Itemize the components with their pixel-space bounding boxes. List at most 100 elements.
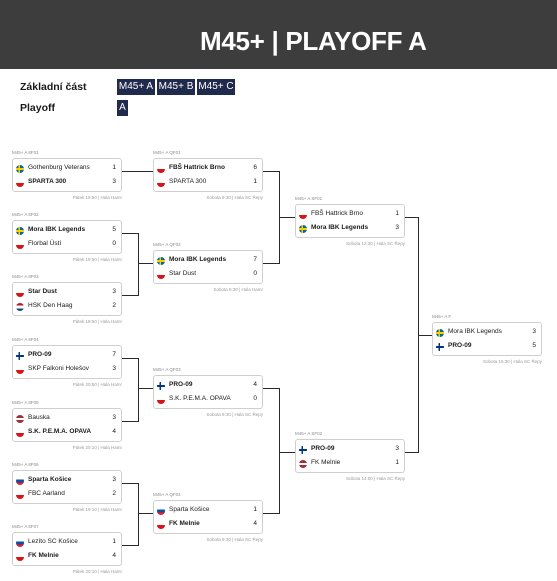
match-schedule: Sobota 9:30 | Hala SC Řepy	[206, 412, 263, 417]
team-row: Gothenburg Veterans 1	[13, 162, 121, 175]
team-score: 5	[112, 226, 116, 233]
match-code: M45+ A QF03	[153, 367, 181, 372]
sweden-flag-icon	[299, 225, 307, 233]
team-score: 0	[112, 240, 116, 247]
match-box[interactable]: FBŠ Hattrick Brno 6 SPARTA 300 1	[153, 158, 263, 192]
team-score: 4	[112, 552, 116, 559]
bracket-connector	[122, 233, 138, 234]
match-box[interactable]: Sparta Košice 3 FBC Aarland 2	[12, 470, 122, 504]
match-code: M45+ A F	[432, 314, 452, 319]
match-box[interactable]: FBŠ Hattrick Brno 1 Mora IBK Legends 3	[295, 204, 405, 238]
team-row: Florbal Ústí 0	[13, 238, 121, 251]
team-name: SKP Falkoni Holešov	[28, 365, 89, 372]
team-score: 1	[253, 506, 257, 513]
sweden-flag-icon	[16, 227, 24, 235]
team-row: SPARTA 300 1	[154, 176, 262, 189]
team-score: 1	[395, 210, 399, 217]
match-code: M45+ A SF02	[295, 431, 323, 436]
team-row: Star Dust 0	[154, 268, 262, 281]
group-tab-b[interactable]: M45+ B	[157, 79, 195, 95]
team-row: Lezíto SC Košice 1	[13, 536, 121, 549]
team-row: Mora IBK Legends 3	[296, 222, 404, 235]
team-score: 1	[112, 538, 116, 545]
match-schedule: Sobota 9:30 | Hala SC Řepy	[206, 195, 263, 200]
team-row: PRO-09 4	[154, 379, 262, 392]
netherlands-flag-icon	[16, 303, 24, 311]
czech-flag-icon	[157, 271, 165, 279]
bracket-connector	[122, 171, 153, 172]
team-row: PRO-09 7	[13, 349, 121, 362]
team-name: FK Melnie	[311, 459, 341, 466]
team-name: Bauska	[28, 414, 50, 421]
match-schedule: Pátek 20:10 | Hala Hamr	[72, 569, 122, 574]
sweden-flag-icon	[436, 329, 444, 337]
team-name: Sparta Košice	[169, 506, 210, 513]
match-box[interactable]: PRO-09 7 SKP Falkoni Holešov 3	[12, 345, 122, 379]
match-box[interactable]: Star Dust 3 HSK Den Haag 2	[12, 282, 122, 316]
match-schedule: Pátek 19:10 | Hala Hamr	[72, 507, 122, 512]
team-name: Mora IBK Legends	[448, 328, 502, 335]
team-score: 4	[112, 428, 116, 435]
czech-flag-icon	[16, 289, 24, 297]
match-schedule: Sobota 9:30 | Hala SC Řepy	[206, 537, 263, 542]
bracket-connector	[138, 513, 153, 514]
team-score: 3	[112, 414, 116, 421]
match-box[interactable]: Mora IBK Legends 5 Florbal Ústí 0	[12, 220, 122, 254]
czech-flag-icon	[157, 396, 165, 404]
match-box[interactable]: PRO-09 3 FK Melnie 1	[295, 439, 405, 473]
match-code: M45+ A 8F06	[12, 462, 39, 467]
team-row: S.K. P.E.M.A. OPAVA 0	[154, 393, 262, 406]
team-row: Mora IBK Legends 3	[433, 326, 541, 339]
team-score: 3	[112, 178, 116, 185]
finland-flag-icon	[436, 343, 444, 351]
match-box[interactable]: Lezíto SC Košice 1 FK Melnie 4	[12, 532, 122, 566]
group-tab-c[interactable]: M45+ C	[197, 79, 235, 95]
bracket-connector	[122, 483, 138, 484]
match-code: M45+ A 8F01	[12, 150, 39, 155]
match-schedule: Pátek 19:50 | Hala Hamr	[72, 319, 122, 324]
team-row: FBC Aarland 2	[13, 488, 121, 501]
base-stage-label: Základní část	[20, 81, 87, 93]
slovakia-flag-icon	[157, 507, 165, 515]
team-row: Bauska 3	[13, 412, 121, 425]
team-row: S.K. P.E.M.A. OPAVA 4	[13, 426, 121, 439]
match-schedule: Sobota 12:30 | Hala SC Řepy	[346, 241, 405, 246]
page-title: M45+ | PLAYOFF A	[200, 26, 427, 56]
bracket-connector	[405, 452, 418, 453]
match-code: M45+ A 8F04	[12, 337, 39, 342]
czech-flag-icon	[157, 179, 165, 187]
bracket-connector	[263, 388, 279, 389]
bracket-connector	[122, 358, 138, 359]
team-name: SPARTA 300	[28, 178, 67, 185]
bracket-connector	[138, 483, 139, 546]
match-code: M45+ A 8F05	[12, 400, 39, 405]
team-score: 1	[112, 164, 116, 171]
team-name: Mora IBK Legends	[311, 224, 369, 231]
team-row: FK Melnie 4	[154, 518, 262, 531]
slovakia-flag-icon	[16, 539, 24, 547]
match-box[interactable]: Mora IBK Legends 7 Star Dust 0	[153, 250, 263, 284]
team-score: 3	[112, 288, 116, 295]
match-box[interactable]: Mora IBK Legends 3 PRO-09 5	[432, 322, 542, 356]
team-row: Mora IBK Legends 7	[154, 254, 262, 267]
team-name: FK Melnie	[28, 552, 59, 559]
match-box[interactable]: PRO-09 4 S.K. P.E.M.A. OPAVA 0	[153, 375, 263, 409]
match-code: M45+ A 8F02	[12, 212, 39, 217]
match-box[interactable]: Gothenburg Veterans 1 SPARTA 300 3	[12, 158, 122, 192]
team-score: 7	[253, 256, 257, 263]
czech-flag-icon	[16, 179, 24, 187]
team-score: 4	[253, 520, 257, 527]
sweden-flag-icon	[16, 165, 24, 173]
team-name: Star Dust	[169, 270, 197, 277]
team-name: PRO-09	[448, 342, 472, 349]
group-tab-a[interactable]: M45+ A	[117, 79, 155, 95]
bracket-connector	[138, 358, 139, 422]
playoff-label: Playoff	[20, 102, 56, 114]
team-name: Gothenburg Veterans	[28, 164, 90, 171]
match-box[interactable]: Bauska 3 S.K. P.E.M.A. OPAVA 4	[12, 408, 122, 442]
match-box[interactable]: Sparta Košice 1 FK Melnie 4	[153, 500, 263, 534]
team-row: Star Dust 3	[13, 286, 121, 299]
playoff-tab-a[interactable]: A	[117, 100, 128, 116]
page-header: M45+ | PLAYOFF A	[0, 0, 557, 69]
team-name: Florbal Ústí	[28, 240, 62, 247]
